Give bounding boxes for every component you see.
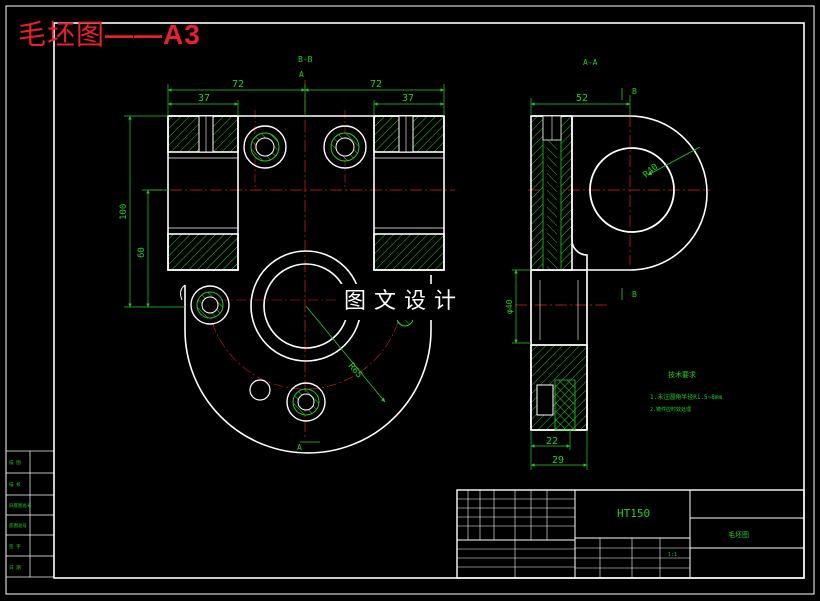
outer-frame xyxy=(5,5,815,595)
cut-mark-b-top: B xyxy=(632,87,637,96)
dim-side-radius: R40 xyxy=(642,162,661,180)
strip-label: 描 校 xyxy=(9,481,21,488)
dim-height-total: 100 xyxy=(119,204,129,220)
cut-mark-bottom: A xyxy=(297,443,302,452)
strip-label: 底图总号 xyxy=(9,522,27,529)
notes-item: 1.未注圆角半径R1.5~8mm xyxy=(650,393,723,401)
dim-height-lug: 60 xyxy=(137,247,147,258)
dim-left-half: 72 xyxy=(232,79,244,90)
sheet-title-main: 毛坯图 xyxy=(18,19,106,50)
sheet-title: 毛坯图——A3 xyxy=(18,18,201,52)
section-label-aa: A-A xyxy=(583,58,598,67)
left-strip xyxy=(5,450,55,578)
sheet-title-format: ——A3 xyxy=(105,19,201,50)
section-label-bb: B-B xyxy=(298,55,313,64)
notes-item: 2.铸件应时效处理 xyxy=(650,406,691,413)
dim-bore: φ40 xyxy=(505,299,514,314)
scale-label: 1:1 xyxy=(668,552,677,558)
dim-radius: R65 xyxy=(346,362,364,381)
inner-frame xyxy=(53,22,805,579)
strip-label: 签 字 xyxy=(9,543,21,550)
dim-bottom-outer: 29 xyxy=(552,455,564,466)
dim-bottom-inner: 22 xyxy=(546,436,558,447)
part-name-label: 毛坯图 xyxy=(728,530,749,539)
material-label: HT150 xyxy=(617,507,650,520)
dim-top-width: 52 xyxy=(576,93,588,104)
strip-label: 日 期 xyxy=(9,565,21,571)
dim-left-lug: 37 xyxy=(198,93,210,104)
side-view: R40 52 22 29 φ40 A- xyxy=(505,58,710,470)
watermark: 图文设计 xyxy=(338,284,471,320)
cut-mark-b-bottom: B xyxy=(632,290,637,299)
dim-right-lug: 37 xyxy=(402,93,414,104)
cut-mark-top: A xyxy=(299,70,304,79)
front-view: R65 72 72 37 37 100 xyxy=(119,55,455,454)
notes-title: 技术要求 xyxy=(668,370,696,379)
dim-right-half: 72 xyxy=(370,79,382,90)
strip-label: 描 图 xyxy=(9,459,21,466)
title-block xyxy=(456,489,805,579)
technical-notes: 技术要求 1.未注圆角半径R1.5~8mm 2.铸件应时效处理 xyxy=(650,370,723,413)
strip-label: 旧底图总号 xyxy=(9,502,32,509)
